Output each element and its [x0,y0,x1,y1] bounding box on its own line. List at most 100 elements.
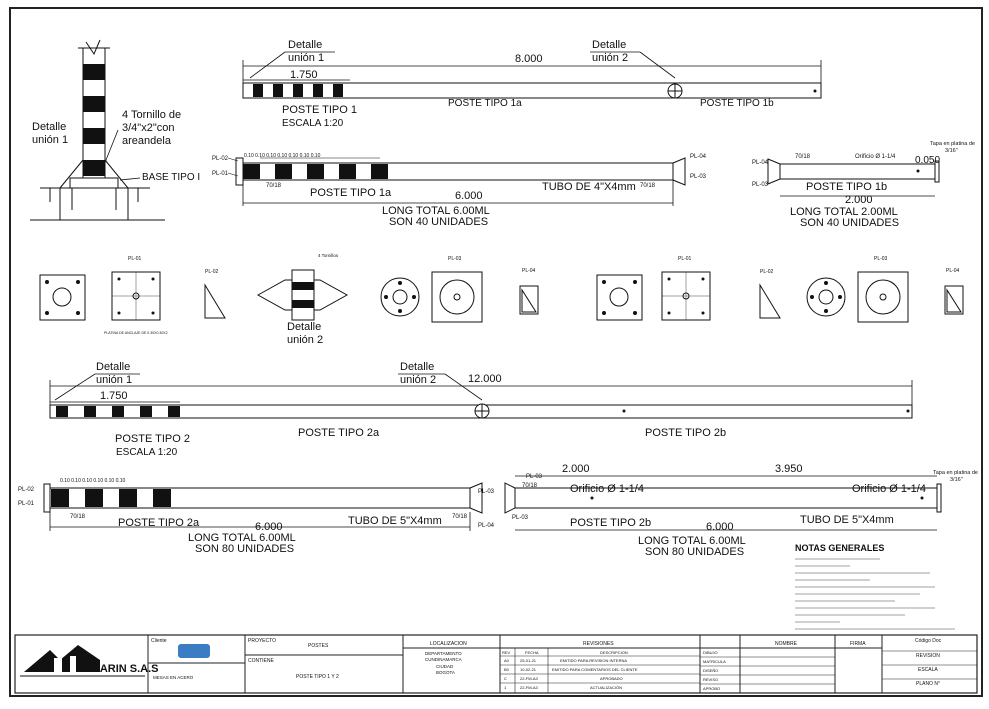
pole2b-hole2: Orificio Ø 1-1/4 [852,483,926,495]
company-logo: ECOARIN S.A.S [20,645,159,677]
title-block: ECOARIN S.A.S Cliente MESAS EN ACERO PRO… [14,634,978,694]
pole2a-angle: 70/18 [70,514,86,520]
pole1a-drawing: 0.10 0.10 0.10 0.10 0.10 0.10 0.10 PL-02… [212,153,707,228]
nombre-label: NOMBRE [775,641,798,647]
rev-row-3-date: 22-FM-A3 [520,685,539,690]
svg-text:0.10 0.10 0.10 0.10 0.10 0.10: 0.10 0.10 0.10 0.10 0.10 0.10 0.10 [244,153,321,159]
plate-label-4: PL-04 [522,268,536,274]
pole1b-length: 2.000 [845,194,873,206]
role-diseno: DISEÑO [703,668,718,673]
pole2b-pl-bottom: PL-03 [512,515,529,521]
pole1a-tube: TUBO DE 4"X4mm [542,181,636,193]
role-aprobo: APROBO [703,686,720,691]
pole1-total-length: 8.000 [515,53,543,65]
plate-label-5: PL-01 [678,256,692,262]
rev-row-3-rev: 1 [504,685,507,690]
svg-text:PLATINA DE ANCLAJE DE 0.30X0.3: PLATINA DE ANCLAJE DE 0.30X0.30X2 [104,331,168,335]
rev-header-fecha: FECHA [525,650,539,655]
rev-row-2-desc: APROBADO [600,676,623,681]
client-logo [178,644,210,658]
plate-label-7: PL-03 [874,256,888,262]
pole1a-pl-left-top: PL-02 [212,156,229,162]
cliente-label: Cliente [151,638,167,644]
rev-row-1-desc: EMITIDO PARA COMENTARIOS DEL CLIENTE [552,667,638,672]
pole2a-name: POSTE TIPO 2a [118,517,200,529]
pole2a-drawing: 0.10 0.10 0.10 0.10 0.10 0.10 PL-02 PL-0… [18,478,495,555]
pole1a-name: POSTE TIPO 1a [310,187,392,199]
pole2a-pl-left-top: PL-02 [18,487,35,493]
contiene-value: POSTE TIPO 1 Y 2 [296,674,339,680]
union1-base: BASE TIPO I [142,172,200,183]
pole2a-tube: TUBO DE 5"X4mm [348,515,442,527]
contiene-label: CONTIENE [248,658,275,664]
rev-header-rev: REV [502,650,511,655]
rev-row-0-rev: A0 [504,658,510,663]
pole1b-units: SON 40 UNIDADES [800,217,899,229]
plate-label-3: PL-03 [448,256,462,262]
general-notes: NOTAS GENERALES [795,543,955,630]
pole2b-angle: 70/18 [522,483,538,489]
plate-label-8: PL-04 [946,268,960,274]
pole1b-hole: Orificio Ø 1-1/4 [855,154,896,160]
proyecto-value: POSTES [308,643,329,649]
pole2a-total: LONG TOTAL 6.00ML [188,532,296,544]
revisiones-label: REVISIONES [583,641,614,647]
pole2-scale: ESCALA 1:20 [116,447,178,458]
pole1b-name: POSTE TIPO 1b [806,181,887,193]
pole2a-right-angle: 70/18 [452,514,468,520]
role-matricula: MATRICULA [703,659,726,664]
pole1a-length: 6.000 [455,190,483,202]
pole2a-length: 6.000 [255,521,283,533]
pole2a-pl-right-bottom: PL-04 [478,523,495,529]
revision-label: REVISION [916,653,940,659]
pole2b-drawing: PL-03 PL-03 70/18 2.000 3.950 Orificio Ø… [504,463,978,558]
pole2a-pl-left-bottom: PL-01 [18,501,35,507]
rev-row-2-date: 22-FM-A3 [520,676,539,681]
svg-text:4 Tornillos: 4 Tornillos [318,253,339,258]
company-name: ECOARIN S.A.S [76,663,159,675]
pole1b-angle: 70/18 [795,154,811,160]
pole1-name: POSTE TIPO 1 [282,104,357,116]
ciudad-value: BOGOTA [436,670,455,675]
pole2-name: POSTE TIPO 2 [115,433,190,445]
pole1b-pl-top: PL-04 [752,160,769,166]
pole2-segment-length: 1.750 [100,390,128,402]
notes-title: NOTAS GENERALES [795,543,884,553]
svg-text:0.10 0.10 0.10 0.10 0.10: 0.10 0.10 0.10 0.10 0.10 0.10 [60,478,126,484]
rev-row-0-date: 25-01-21 [520,658,537,663]
code-label: Código Doc [915,638,942,644]
pole2b-hole1: Orificio Ø 1-1/4 [570,483,644,495]
localizacion-label: LOCALIZACION [430,641,467,647]
pole1b-total: LONG TOTAL 2.00ML [790,206,898,218]
rev-header-desc: DESCRIPCION [600,650,628,655]
plano-label: PLANO N° [916,681,940,687]
pole2-total-length: 12.000 [468,373,502,385]
role-dibujo: DIBUJO [703,650,718,655]
pole1-part-a: POSTE TIPO 1a [448,98,522,109]
departamento-value: CUNDINAMARCA [425,657,462,662]
pole1-scale: ESCALA 1:20 [282,118,344,129]
plate-label-2: PL-02 [205,269,219,275]
pole2a-units: SON 80 UNIDADES [195,543,294,555]
pole2-part-a: POSTE TIPO 2a [298,427,380,439]
pole2b-dim1: 2.000 [562,463,590,475]
firma-label: FIRMA [850,641,866,647]
pole2b-units: SON 80 UNIDADES [645,546,744,558]
pole2-part-b: POSTE TIPO 2b [645,427,726,439]
rev-row-1-rev: B0 [504,667,510,672]
pole1a-angle-right: 70/18 [640,183,656,189]
pole2b-pl-top: PL-03 [526,474,543,480]
pole2b-total: LONG TOTAL 6.00ML [638,535,746,547]
svg-text:MESAS EN ACERO: MESAS EN ACERO [153,675,194,680]
